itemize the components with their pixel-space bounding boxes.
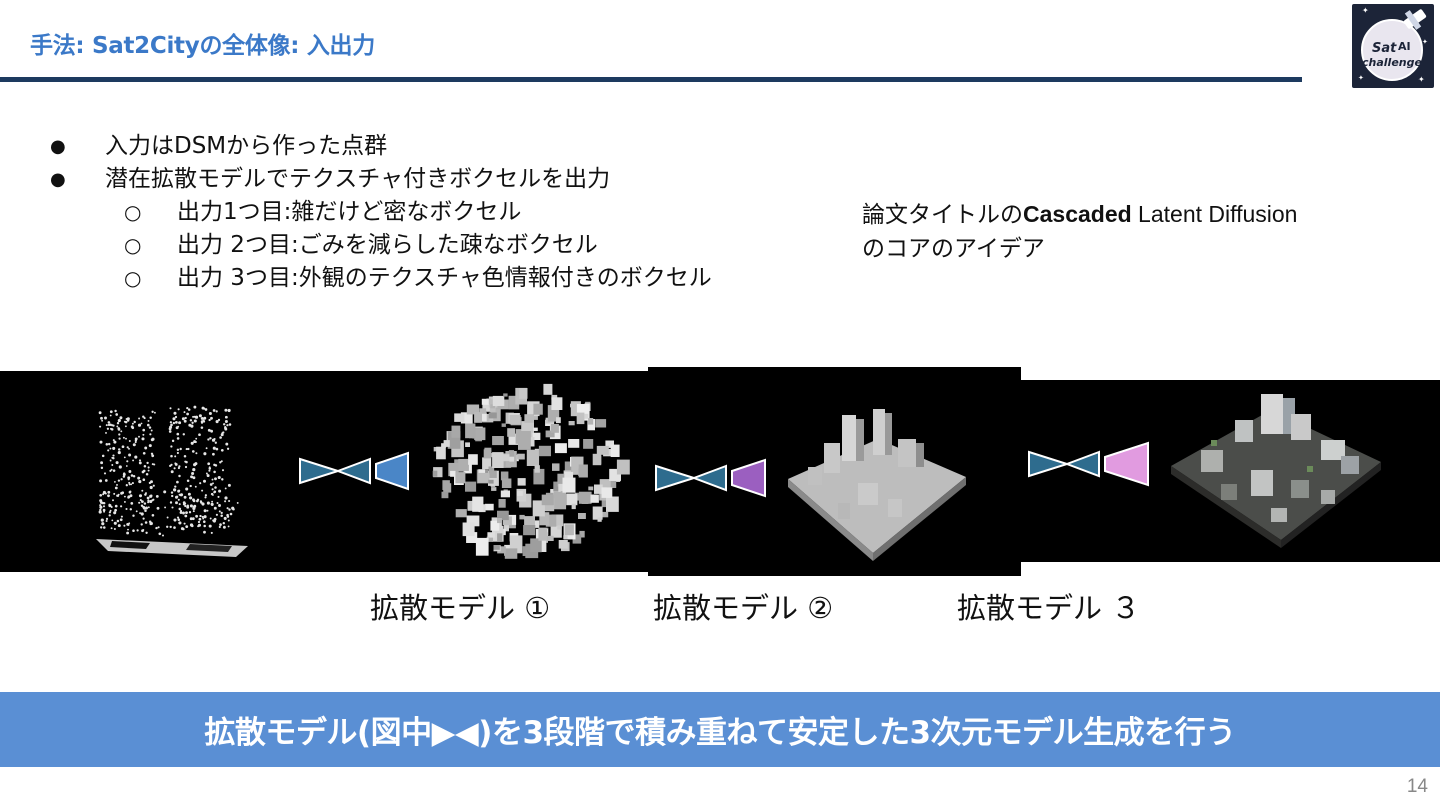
model1-icon [299, 451, 409, 491]
sub-bullet-text: 出力 3つ目:外観のテクスチャ色情報付きのボクセル [177, 265, 712, 291]
model2-icon [655, 458, 766, 498]
note-bold-word: Cascaded [1023, 201, 1132, 227]
textured-voxel-output [1171, 394, 1381, 548]
bullet-marker: ● [50, 169, 66, 190]
summary-banner: 拡散モデル(図中▶◀)を3段階で積み重ねて安定した3次元モデル生成を行う [0, 692, 1440, 767]
svg-text:✦: ✦ [1362, 6, 1369, 15]
challenge-logo: ✦ ✦ ✦ ✦ Sat AI challenge [1352, 4, 1434, 88]
input-point-cloud [98, 405, 239, 537]
bullet-text: 入力はDSMから作った点群 [105, 133, 388, 159]
svg-text:✦: ✦ [1418, 75, 1425, 84]
stage2-panel [648, 367, 1021, 576]
sub-bullet-marker: ○ [124, 200, 142, 224]
sub-bullet-text: 出力 2つ目:ごみを減らした疎なボクセル [177, 232, 598, 258]
svg-text:challenge: challenge [1362, 56, 1422, 69]
title-divider [0, 77, 1302, 82]
note-rest: Latent Diffusion [1131, 201, 1298, 227]
summary-text: 拡散モデル(図中▶◀)を3段階で積み重ねて安定した3次元モデル生成を行う [204, 715, 1236, 751]
paper-title-note: 論文タイトルのCascaded Latent Diffusion のコアのアイデ… [862, 197, 1422, 266]
page-number: 14 [1406, 776, 1428, 797]
sparse-voxel-output [788, 409, 966, 561]
diffusion-model-2-label: 拡散モデル ② [653, 591, 834, 625]
diffusion-model-3-label: 拡散モデル ３ [957, 591, 1141, 625]
dense-voxel-output [432, 383, 630, 559]
note-prefix: 論文タイトルの [862, 202, 1023, 228]
bullet-text: 潜在拡散モデルでテクスチャ付きボクセルを出力 [105, 166, 611, 192]
sub-bullet-marker: ○ [124, 233, 142, 257]
sub-bullet-marker: ○ [124, 266, 142, 290]
svg-text:Sat: Sat [1372, 41, 1397, 56]
bullet-marker: ● [50, 136, 66, 157]
svg-text:AI: AI [1398, 40, 1411, 53]
stage3-panel [1021, 380, 1440, 562]
model3-icon [1028, 441, 1149, 487]
note-line2: のコアのアイデア [862, 236, 1045, 262]
diffusion-model-1-label: 拡散モデル ① [370, 591, 551, 625]
stage1-panel [0, 371, 648, 572]
sub-bullet-text: 出力1つ目:雑だけど密なボクセル [177, 199, 522, 225]
svg-text:✦: ✦ [1358, 74, 1364, 82]
svg-text:✦: ✦ [1422, 38, 1428, 46]
page-title: 手法: Sat2Cityの全体像: 入出力 [30, 33, 375, 59]
